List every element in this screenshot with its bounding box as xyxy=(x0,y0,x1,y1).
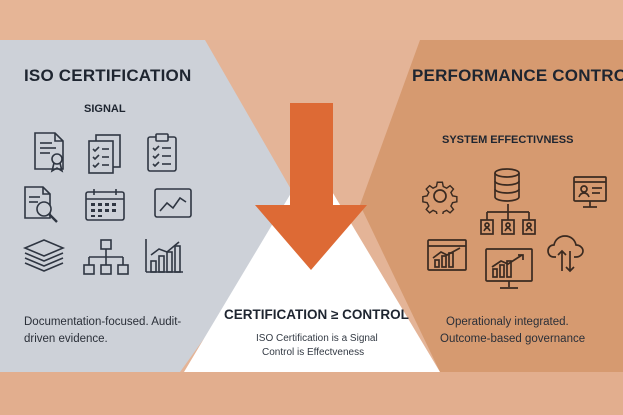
right-panel-title: PERFORMANCE CONTROL xyxy=(412,66,623,85)
right-panel-subtitle: SYSTEM EFFECTIVNESS xyxy=(442,134,574,146)
center-description-line2: Control is Effectveness xyxy=(262,347,365,358)
certificate-document-icon xyxy=(32,131,68,173)
left-panel xyxy=(0,40,300,372)
analytics-monitor-icon xyxy=(484,247,534,291)
user-network-icon xyxy=(479,202,537,238)
right-panel-description-line1: Operationaly integrated. xyxy=(446,316,569,328)
cloud-sync-icon xyxy=(546,233,586,275)
center-description-line1: ISO Certification is a Signal xyxy=(256,333,378,344)
left-panel-title: ISO CERTIFICATION xyxy=(24,66,192,85)
checklist-documents-icon xyxy=(86,133,124,175)
left-panel-description-line1: Documentation-focused. Audit- xyxy=(24,316,182,328)
org-chart-icon xyxy=(82,238,130,278)
user-monitor-icon xyxy=(572,175,608,211)
line-chart-monitor-icon xyxy=(153,187,193,221)
document-search-icon xyxy=(22,185,62,225)
left-panel-subtitle: SIGNAL xyxy=(84,103,126,115)
left-panel-description-line2: driven evidence. xyxy=(24,333,108,345)
clipboard-checklist-icon xyxy=(145,132,181,174)
right-panel xyxy=(360,40,623,372)
calendar-icon xyxy=(84,188,126,222)
right-panel-description-line2: Outcome-based governance xyxy=(440,333,586,345)
database-icon xyxy=(492,168,522,204)
bar-chart-icon xyxy=(143,237,185,275)
center-title: CERTIFICATION ≥ CONTROL xyxy=(224,307,409,322)
gear-icon xyxy=(422,178,458,214)
stacked-papers-icon xyxy=(22,238,66,276)
chart-window-icon xyxy=(426,238,468,272)
down-arrow xyxy=(255,103,367,270)
